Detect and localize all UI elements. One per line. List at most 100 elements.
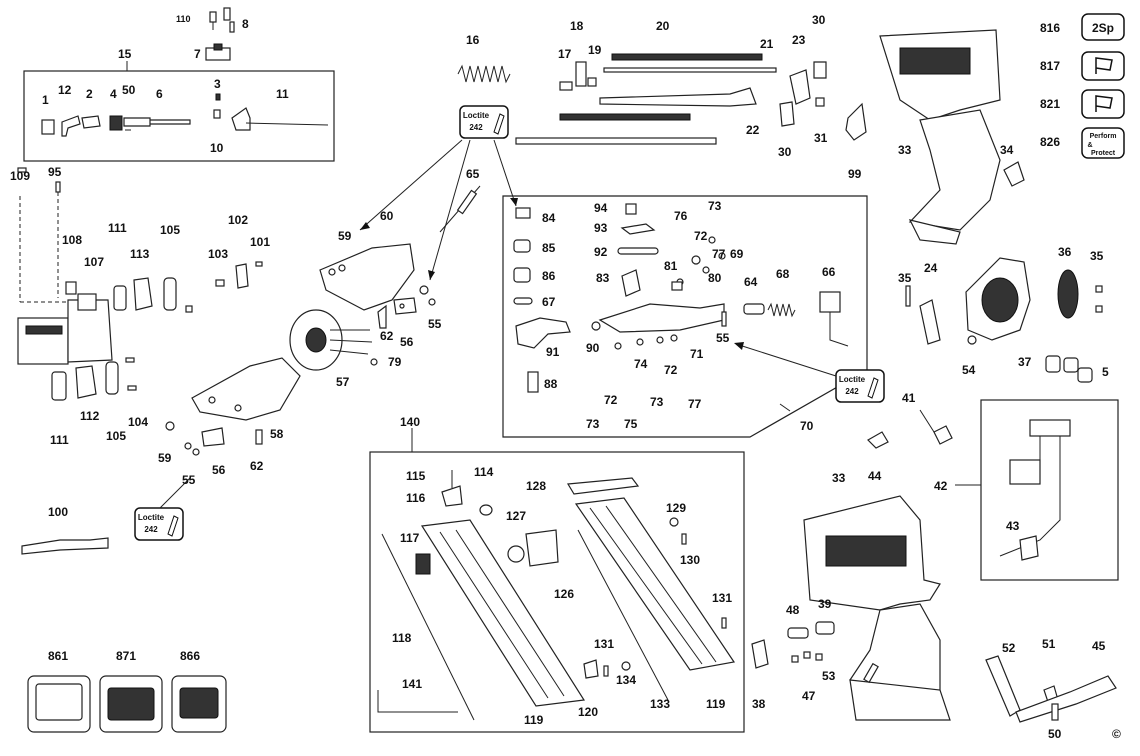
label-3: 3: [214, 77, 221, 91]
part-30a: [813, 61, 827, 79]
label-118: 118: [392, 631, 412, 645]
label-16: 16: [466, 33, 480, 47]
part-5: [1045, 355, 1093, 383]
loctite-badge-right: Loctite 242: [835, 369, 885, 403]
label-90: 90: [586, 341, 600, 355]
part-55b: [184, 442, 192, 450]
part-43: [1019, 535, 1039, 561]
part-62b: [255, 429, 263, 445]
part-131b: [603, 665, 609, 677]
label-80: 80: [708, 271, 722, 285]
part-20b-strip: [559, 113, 691, 121]
loctite-label: Loctite: [839, 375, 866, 384]
part-94: [625, 203, 637, 215]
label-12: 12: [58, 83, 72, 97]
label-66: 66: [822, 265, 836, 279]
label-110: 110: [176, 14, 191, 24]
label-111a: 111: [108, 221, 127, 235]
label-67: 67: [542, 295, 556, 309]
label-56b: 56: [212, 463, 226, 477]
label-83: 83: [596, 271, 610, 285]
box-140: [369, 451, 745, 733]
label-20: 20: [656, 19, 670, 33]
part-21b-rod: [515, 137, 717, 145]
part-118: [381, 533, 475, 721]
part-129: [669, 517, 679, 527]
label-38: 38: [752, 697, 766, 711]
label-41: 41: [902, 391, 916, 405]
label-72c: 72: [694, 229, 708, 243]
label-131a: 131: [712, 591, 732, 605]
label-86: 86: [542, 269, 556, 283]
label-84: 84: [542, 211, 556, 225]
badge-perform-1: Perform: [1090, 133, 1117, 140]
flag-icon: [1095, 57, 1113, 74]
part-131a: [721, 617, 727, 629]
label-94: 94: [594, 201, 608, 215]
badge-sp-text: 2Sp: [1092, 21, 1114, 35]
label-33b: 33: [832, 471, 846, 485]
part-79: [370, 358, 378, 366]
part-130: [681, 533, 687, 545]
part-3: [215, 93, 221, 101]
badge-perform-2: &: [1087, 142, 1092, 149]
part-39: [815, 621, 835, 635]
part-50b: [1051, 703, 1059, 721]
part-111b: [51, 371, 67, 401]
label-140: 140: [400, 415, 420, 429]
label-62a: 62: [380, 329, 394, 343]
copyright-mark: ©: [1112, 727, 1121, 741]
label-112: 112: [80, 409, 100, 423]
part-113: [133, 277, 153, 311]
label-55c: 55: [716, 331, 730, 345]
label-2: 2: [86, 87, 93, 101]
part-21-rod: [603, 67, 777, 73]
label-24: 24: [924, 261, 938, 275]
part-90: [591, 321, 601, 331]
part-34: [1003, 161, 1025, 187]
badge-821: [1081, 89, 1125, 119]
label-52: 52: [1002, 641, 1016, 655]
loctite-label: Loctite: [138, 513, 165, 522]
label-1: 1: [42, 93, 49, 107]
box-70: [502, 195, 868, 438]
part-58-plate: [191, 357, 301, 421]
label-134: 134: [616, 673, 636, 687]
label-77a: 77: [688, 397, 702, 411]
part-56a: [393, 297, 417, 315]
part-119a-magazine: [420, 519, 586, 707]
part-54: [967, 335, 977, 345]
part-60-plate: [319, 243, 415, 311]
part-127: [507, 545, 525, 563]
label-133: 133: [650, 697, 670, 711]
label-75: 75: [624, 417, 638, 431]
part-92: [617, 247, 659, 255]
part-69: [721, 311, 727, 327]
label-59a: 59: [338, 229, 352, 243]
part-871-charger: [99, 675, 163, 733]
part-41: [933, 425, 953, 445]
part-20-strip: [611, 53, 763, 61]
part-37-housing: [965, 257, 1031, 341]
part-44: [867, 431, 889, 449]
part-84: [515, 207, 531, 219]
labels: 110 8 7 15 1 12 2 4 50 6 3 10 11 16 17 1…: [10, 13, 1121, 741]
part-105a: [163, 277, 177, 311]
label-22: 22: [746, 123, 760, 137]
label-111b: 111: [50, 433, 69, 447]
label-8: 8: [242, 17, 249, 31]
part-861-case: [27, 675, 91, 733]
label-58: 58: [270, 427, 284, 441]
label-53: 53: [822, 669, 836, 683]
label-109: 109: [10, 169, 30, 183]
label-68: 68: [776, 267, 790, 281]
part-95: [55, 181, 61, 193]
part-68-spring: [767, 302, 796, 318]
label-17: 17: [558, 47, 572, 61]
label-131b: 131: [594, 637, 614, 651]
label-126: 126: [554, 587, 574, 601]
part-62a: [377, 304, 387, 329]
label-93: 93: [594, 221, 608, 235]
part-23: [789, 69, 811, 105]
